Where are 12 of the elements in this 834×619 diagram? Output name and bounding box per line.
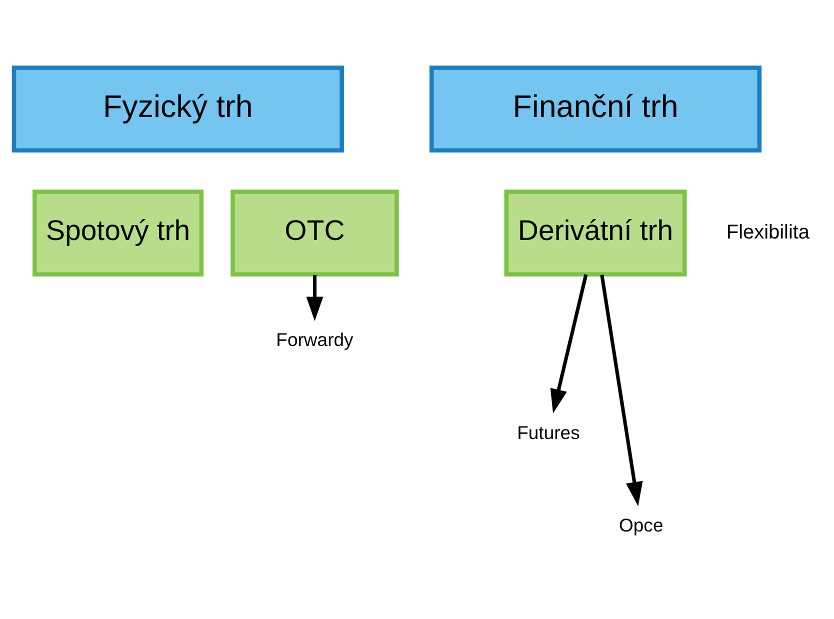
- node-box: OTC: [230, 189, 399, 276]
- node-text: Opce: [618, 514, 664, 535]
- arrow: [550, 274, 588, 413]
- node-text: Futures: [517, 421, 580, 442]
- node-box: Finanční trh: [429, 65, 762, 152]
- arrow: [600, 274, 643, 506]
- node-box: Spotový trh: [32, 189, 204, 276]
- label: Flexibilita: [726, 220, 810, 243]
- node-text: Forwardy: [276, 328, 354, 350]
- node-box: Fyzický trh: [12, 65, 344, 152]
- arrow: [306, 274, 324, 320]
- node-box: Derivátní trh: [504, 189, 687, 276]
